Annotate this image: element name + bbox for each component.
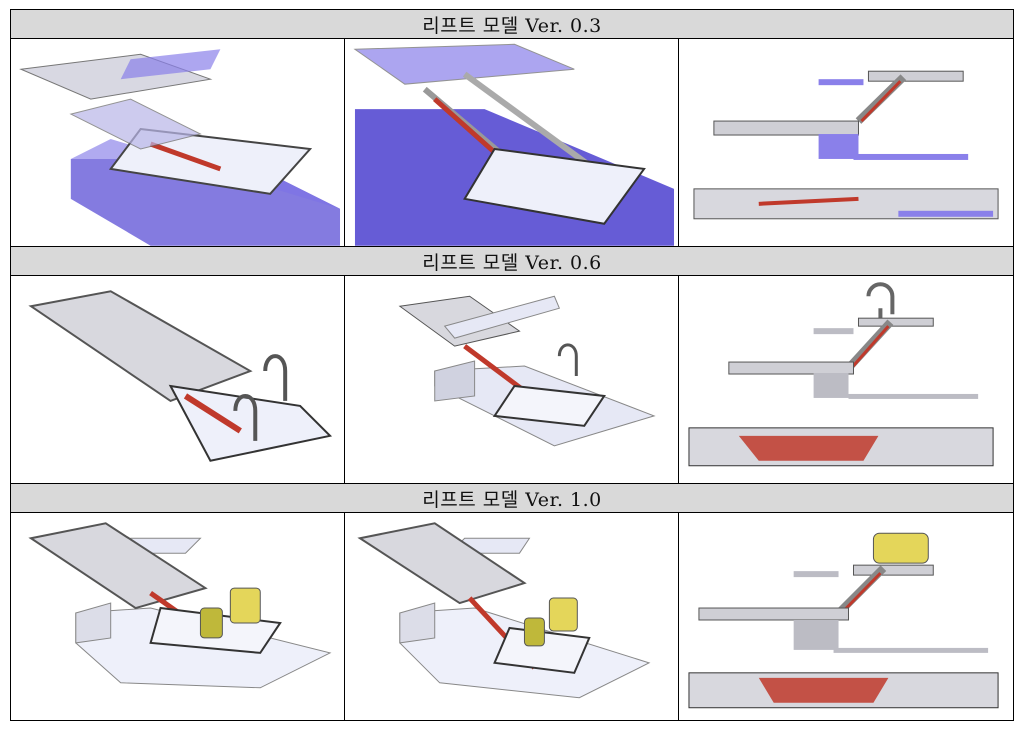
ver06-render-1 [28,290,333,462]
ver10-side-view [677,512,1015,721]
ver03-side-view [677,38,1015,247]
ver10-render-1 [28,522,332,689]
ver03-render-2 [353,43,675,246]
lift-model-table: 리프트 모델 Ver. 0.3 [9,9,1015,721]
ver03-isometric-view-1 [10,38,345,247]
ver10-side-drawing [688,532,999,709]
ver03-side-drawing [693,70,999,220]
row-header-ver-0-6: 리프트 모델 Ver. 0.6 [9,246,1015,276]
ver06-isometric-view-1 [10,275,345,484]
ver10-isometric-view-2 [344,512,679,721]
ver06-render-2 [398,295,656,447]
ver06-side-view [677,275,1015,484]
row-header-ver-0-3: 리프트 모델 Ver. 0.3 [9,9,1015,39]
ver06-isometric-view-2 [344,275,679,484]
ver03-render-1 [19,49,341,246]
ver06-side-drawing [688,282,994,467]
ver10-render-2 [357,522,651,699]
ver10-isometric-view-1 [10,512,345,721]
ver03-isometric-view-2 [344,38,679,247]
row-header-ver-1-0: 리프트 모델 Ver. 1.0 [9,483,1015,513]
